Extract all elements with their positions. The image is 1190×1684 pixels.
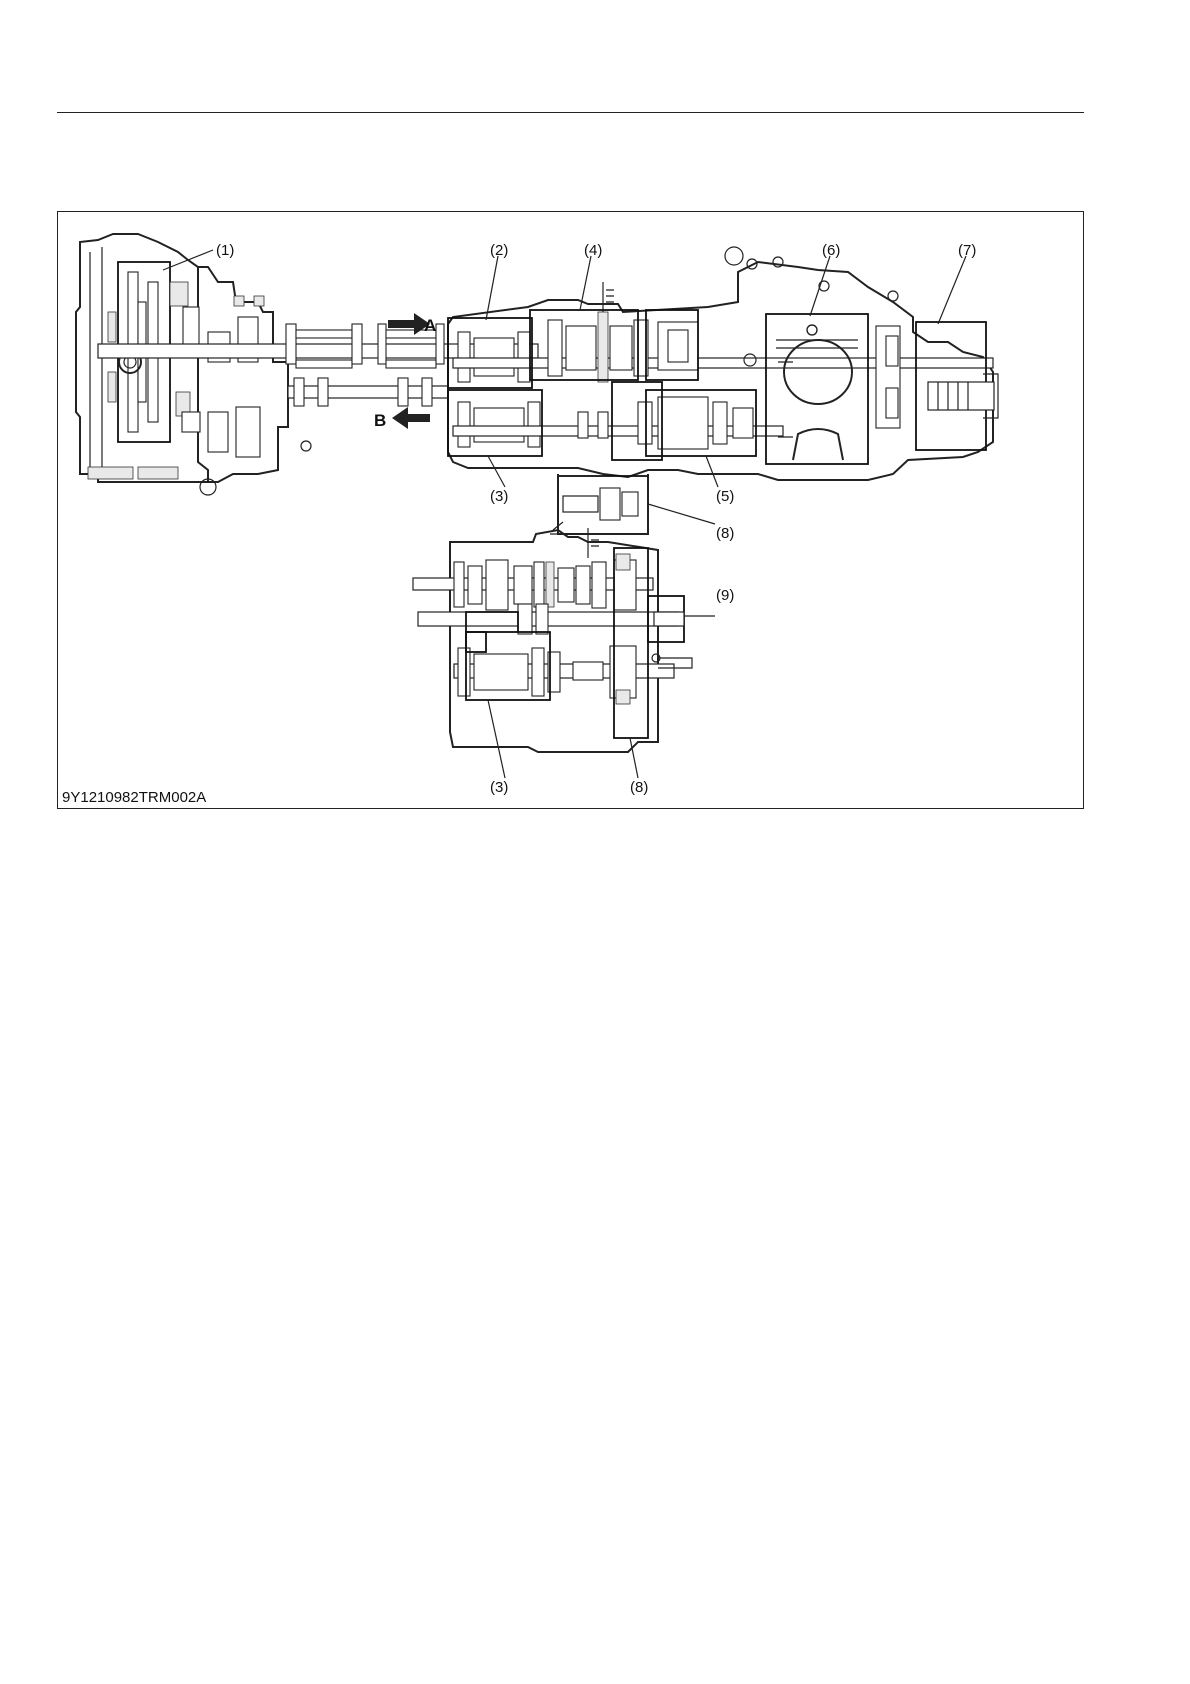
callout-5: (5) [716, 488, 734, 505]
callout-8-lower: (8) [630, 779, 648, 796]
callout-3-upper: (3) [490, 488, 508, 505]
callout-4: (4) [584, 242, 602, 259]
front-shaft-section-drawing [88, 267, 311, 495]
direction-arrow-b: B [374, 407, 430, 430]
callout-9: (9) [716, 587, 734, 604]
callout-8-upper: (8) [716, 525, 734, 542]
differential-drawing [766, 314, 868, 464]
callout-6: (6) [822, 242, 840, 259]
front-wheel-drive-output-drawing [648, 596, 692, 668]
figure-id-label: 9Y1210982TRM002A [62, 789, 206, 806]
arrow-letter-b: B [374, 411, 386, 430]
transmission-cross-section-figure: A B [57, 211, 1084, 809]
highlight-box-center-gear [612, 382, 662, 460]
callout-1: (1) [216, 242, 234, 259]
arrow-letter-a: A [424, 316, 436, 335]
callout-7: (7) [958, 242, 976, 259]
lower-gearbox-housing-drawing [413, 528, 678, 752]
callout-leader-lines [163, 250, 966, 778]
transmission-drawing: A B [58, 212, 1085, 810]
header-rule [57, 112, 1084, 113]
pto-gear-cluster-upper [550, 474, 648, 534]
callout-2: (2) [490, 242, 508, 259]
callout-3-lower: (3) [490, 779, 508, 796]
